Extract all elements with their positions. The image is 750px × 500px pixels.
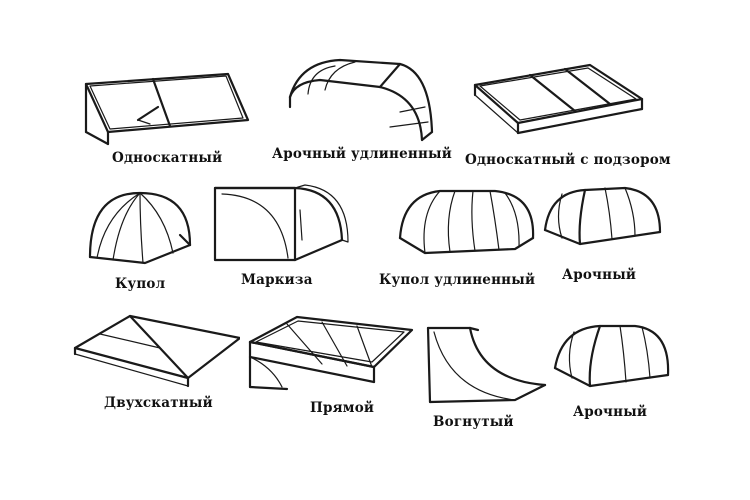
label-single-pitch: Односкатный (112, 150, 223, 166)
single-pitch-canopy-drawing (84, 72, 250, 146)
awning-canopy-drawing (213, 184, 349, 262)
label-elongated-dome: Купол удлиненный (379, 272, 536, 288)
label-awning: Маркиза (241, 272, 313, 288)
elongated-arch-canopy-drawing (288, 58, 434, 142)
label-dome: Купол (115, 276, 166, 292)
elongated-dome-canopy-drawing (398, 189, 535, 255)
straight-canopy-drawing (248, 315, 414, 391)
single-pitch-valance-canopy-drawing (473, 63, 644, 135)
double-pitch-canopy-drawing (73, 314, 240, 388)
label-concave: Вогнутый (433, 414, 514, 430)
dome-canopy-drawing (88, 191, 192, 265)
label-arch-1: Арочный (562, 267, 637, 283)
concave-canopy-drawing (426, 326, 547, 404)
arch-canopy-drawing-1 (543, 186, 662, 246)
label-arch-2: Арочный (573, 404, 648, 420)
label-single-pitch-valance: Односкатный с подзором (465, 152, 671, 168)
label-elongated-arch: Арочный удлиненный (272, 146, 452, 162)
label-straight: Прямой (310, 400, 375, 416)
label-double-pitch: Двухскатный (104, 395, 213, 411)
arch-canopy-drawing-2 (553, 324, 670, 388)
